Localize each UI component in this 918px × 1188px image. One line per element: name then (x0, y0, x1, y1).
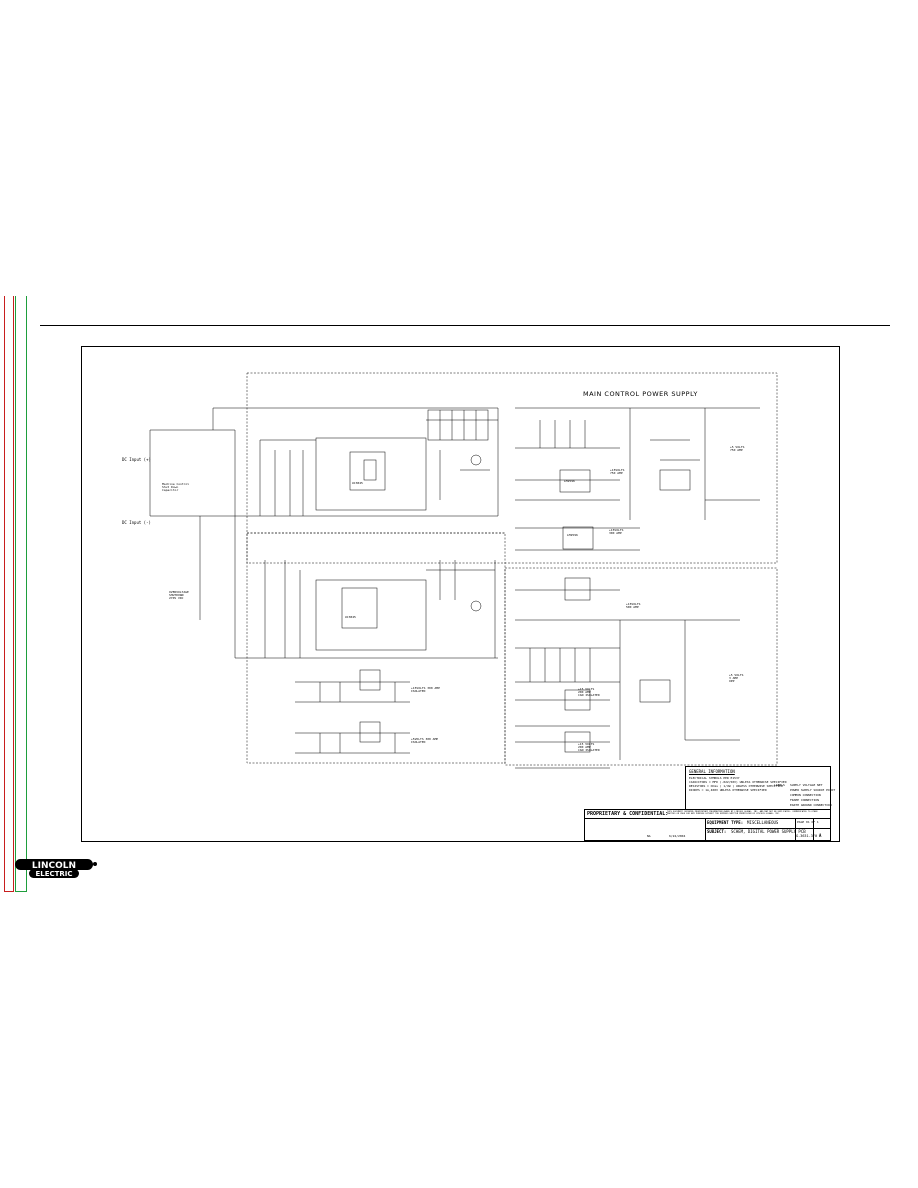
title-block-divider (795, 818, 796, 840)
bottom-edge-green (15, 891, 27, 892)
output-label: +15VOLTS 500 AMP (626, 602, 641, 609)
output-label: +15 VOLTS 200 AMP CAN ISOLATED (578, 687, 600, 697)
legend-item: EARTH GROUND CONNECTION (790, 803, 832, 807)
ic-label: UC3845 (352, 481, 363, 485)
lincoln-electric-logo-mark: LINCOLN ELECTRIC (15, 859, 97, 878)
svg-text:ELECTRIC: ELECTRIC (35, 870, 72, 878)
red-margin-bar (4, 296, 5, 892)
output-label: +5 VOLTS 3 AMP OPP (729, 673, 744, 683)
red-margin-bar-right (13, 296, 14, 892)
title-block-divider (705, 828, 830, 829)
section-title-main-control-power-supply: MAIN CONTROL POWER SUPPLY (583, 390, 698, 398)
equipment-type-label: EQUIPMENT TYPE: (707, 820, 744, 825)
output-label: +5 VOLTS 750 AMP (730, 445, 745, 452)
general-info-line: DIODES = 1A,400V UNLESS OTHERWISE SPECIF… (689, 788, 767, 792)
subject-value: SCHEM, DIGITAL POWER SUPPLY PCB (731, 829, 806, 834)
ic-label: LM2596 (564, 479, 575, 483)
title-block-divider (813, 818, 814, 840)
proprietary-note: THIS DOCUMENT CONTAINS PROPRIETARY INFOR… (667, 811, 818, 815)
overvoltage-label: OVERVOLTAGE SHUTDOWN 270V VDC (169, 590, 189, 600)
output-label: +15VOLTS 300 AMP ISOLATED (411, 686, 440, 693)
title-block-divider (585, 818, 830, 819)
title-block-divider (705, 818, 706, 840)
output-label: +5VOLTS 300 AMP ISOLATED (411, 737, 439, 744)
output-label: +15VOLTS 300 AMP (609, 528, 624, 535)
general-info-heading: GENERAL INFORMATION (689, 769, 735, 774)
header-rule (40, 325, 890, 326)
title-block: PROPRIETARY & CONFIDENTIAL: THIS DOCUMEN… (584, 809, 831, 841)
legend-item: FRAME CONNECTION (790, 798, 819, 802)
bottom-edge-red (4, 891, 14, 892)
legend-item: SUPPLY VOLTAGE NET (790, 783, 823, 787)
ic-label: UC3845 (345, 615, 356, 619)
dc-input-minus-label: DC Input (-) (122, 520, 151, 525)
drawing-date: 6/24/2004 (669, 834, 686, 838)
labels-heading: LABELS (774, 783, 785, 787)
legend-item: COMMON CONNECTION (790, 793, 821, 797)
green-margin-bar-right (26, 296, 27, 892)
general-info-line: RESISTORS = Ohms ( 1/4W ) UNLESS OTHERWI… (689, 784, 783, 788)
proprietary-label: PROPRIETARY & CONFIDENTIAL: (587, 811, 669, 817)
page-number: PAGE 01 OF 1 (797, 820, 819, 824)
subject-label: SUBJECT: (707, 829, 727, 834)
document-number: G-3631-3F0 (796, 834, 818, 838)
general-info-block: GENERAL INFORMATION ELECTRICAL SYMBOLS P… (685, 766, 835, 810)
general-info-line: CAPACITORS = MFD (.022/50V) UNLESS OTHER… (689, 780, 787, 784)
material-disposition: NA (647, 834, 651, 838)
ic-label: LM2596 (567, 533, 578, 537)
legend-item: POWER SUPPLY SOURCE POINT (790, 788, 836, 792)
output-label: +15 VOLTS 200 AMP CAN ISOLATED (578, 742, 600, 752)
svg-text:LINCOLN: LINCOLN (32, 861, 76, 871)
revision: A (819, 833, 822, 838)
drawing-frame (81, 346, 840, 842)
equipment-type-value: MISCELLANEOUS (747, 820, 779, 825)
green-margin-bar (15, 296, 16, 892)
dc-input-plus-label: DC Input (+) (122, 457, 151, 462)
general-info-line: ELECTRICAL SYMBOLS PER E1537 (689, 776, 740, 780)
lincoln-electric-logo: LINCOLN ELECTRIC (15, 858, 99, 880)
machine-control-label: Machine Control Shut Down Capacitor (162, 482, 190, 492)
output-label: +15VOLTS 750 AMP (610, 468, 625, 475)
